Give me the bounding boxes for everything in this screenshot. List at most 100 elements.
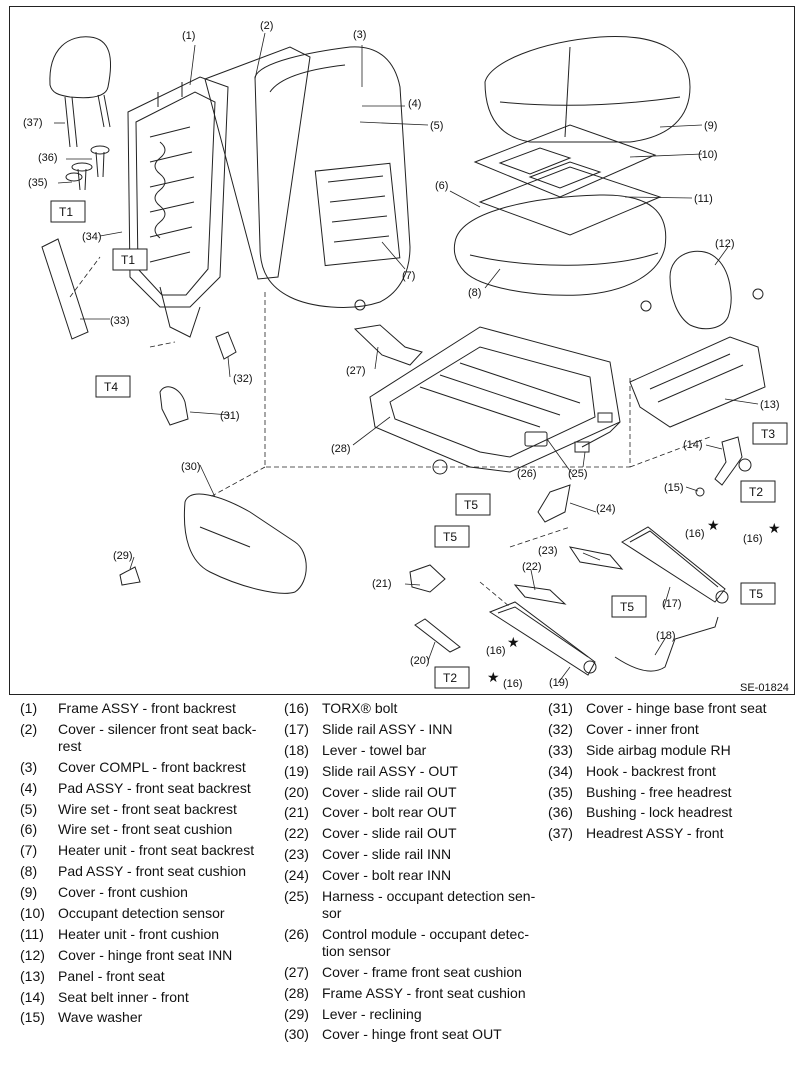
legend-item-label: Harness - occupant detection sen-sor xyxy=(322,888,536,922)
torque-box-label: T4 xyxy=(104,380,118,394)
legend-item-number: (20) xyxy=(284,783,309,800)
legend-item-label: Control module - occupant detec-tion sen… xyxy=(322,925,529,959)
seat-belt-inner-part xyxy=(695,436,752,497)
legend-item-label: Lever - towel bar xyxy=(322,741,427,758)
torque-box-label: T2 xyxy=(749,485,763,499)
legend-item-label: Wave washer xyxy=(58,1009,143,1026)
legend-item-label: Cover COMPL - front backrest xyxy=(58,758,246,775)
legend-item: (9) Cover - front cushion xyxy=(20,884,270,901)
legend-item-number: (18) xyxy=(284,741,309,758)
callout-label: (17) xyxy=(662,598,682,610)
legend-column-1: (1)Frame ASSY - front backrest (2)Cover -… xyxy=(20,700,270,1030)
legend-item: (15)Wave washer xyxy=(20,1009,270,1026)
callout-label: (20) xyxy=(410,655,430,667)
legend-item-label: Slide rail ASSY - OUT xyxy=(322,762,458,779)
headrest-part xyxy=(49,36,111,148)
legend-item-number: (29) xyxy=(284,1005,309,1022)
bolt-cover-rear-inn-part xyxy=(537,484,571,523)
star-icon: ★ xyxy=(487,670,500,686)
callout-label: (16) xyxy=(486,645,506,657)
legend-item: (24)Cover - bolt rear INN xyxy=(284,867,539,884)
legend-item-number: (27) xyxy=(284,963,309,980)
legend-item-label: Cover - front cushion xyxy=(58,884,188,901)
legend-item-number: (32) xyxy=(548,720,573,737)
torque-box-label: T3 xyxy=(761,427,775,441)
callout-label: (36) xyxy=(38,152,58,164)
towel-bar-lever-part xyxy=(614,616,719,672)
backrest-cover-part xyxy=(254,46,411,308)
legend-item: (26)Control module - occupant detec-tion… xyxy=(284,926,539,960)
side-airbag-part xyxy=(41,238,89,340)
legend-item-label: Wire set - front seat cushion xyxy=(58,821,233,838)
legend-item: (32) Cover - inner front xyxy=(548,721,798,738)
legend-item: (3)Cover COMPL - front backrest xyxy=(20,759,270,776)
legend-item-number: (31) xyxy=(548,700,573,716)
callout-label: (16) xyxy=(743,533,763,545)
legend-item-label: Cover - hinge front seat INN xyxy=(58,946,233,963)
torque-box-label: T5 xyxy=(620,600,634,614)
callout-label: (13) xyxy=(760,399,780,411)
legend-item: (22)Cover - slide rail OUT xyxy=(284,825,539,842)
legend-item-label: TORX® bolt xyxy=(322,700,398,716)
legend-item-label: Frame ASSY - front backrest xyxy=(58,700,236,716)
legend-item-label: Pad ASSY - front seat backrest xyxy=(58,779,251,796)
callout-label: (27) xyxy=(346,365,366,377)
callout-label: (2) xyxy=(260,20,273,32)
slide-rail-cover-inn-part xyxy=(568,546,624,570)
legend-item-label: Bushing - free headrest xyxy=(586,783,732,800)
callout-label: (14) xyxy=(683,439,703,451)
legend-item: (20)Cover - slide rail OUT xyxy=(284,784,539,801)
legend-item: (25) Harness - occupant detection sen-sor xyxy=(284,888,539,922)
star-icon: ★ xyxy=(707,518,720,534)
silencer-cover-part xyxy=(204,46,311,280)
slide-rail-out-part xyxy=(488,601,597,676)
cushion-cover-part xyxy=(484,35,691,143)
callout-label: (29) xyxy=(113,550,133,562)
callout-label: (12) xyxy=(715,238,735,250)
legend-item-number: (23) xyxy=(284,846,309,863)
legend-item: (2)Cover - silencer front seat back-rest xyxy=(20,721,270,755)
callout-label: (30) xyxy=(181,461,201,473)
bolt-cover-rear-out-part xyxy=(409,564,446,593)
legend-item: (16) TORX® bolt xyxy=(284,700,539,717)
legend-item-number: (25) xyxy=(284,888,309,905)
legend-item: (7)Heater unit - front seat backrest xyxy=(20,842,270,859)
figure-id: SE-01824 xyxy=(740,682,789,694)
legend-item: (31)Cover - hinge base front seat xyxy=(548,700,798,717)
legend-item-label: Cover - silencer front seat back-rest xyxy=(58,720,257,754)
legend-item: (28)Frame ASSY - front seat cushion xyxy=(284,985,539,1002)
legend-item-label: Headrest ASSY - front xyxy=(586,825,724,842)
callout-label: (31) xyxy=(220,410,240,422)
legend-item-label: Frame ASSY - front seat cushion xyxy=(322,984,526,1001)
callout-label: (7) xyxy=(402,270,415,282)
front-seat-panel-part xyxy=(629,336,766,428)
callout-label: (21) xyxy=(372,578,392,590)
callout-label: (33) xyxy=(110,315,130,327)
legend-item-label: Cover - inner front xyxy=(586,720,699,737)
legend-item-number: (16) xyxy=(284,700,309,716)
callout-label: (16) xyxy=(503,678,523,690)
reclining-lever-part xyxy=(119,566,141,586)
callout-label: (6) xyxy=(435,180,448,192)
legend-item-label: Hook - backrest front xyxy=(586,762,716,779)
frame-backrest-part xyxy=(127,76,229,338)
slide-rail-inn-part xyxy=(621,526,729,604)
legend-item-number: (6) xyxy=(20,821,38,838)
legend-item-label: Panel - front seat xyxy=(58,967,165,984)
legend-item: (33)Side airbag module RH xyxy=(548,742,798,759)
legend-item-number: (21) xyxy=(284,804,309,821)
legend-item: (34) Hook - backrest front xyxy=(548,763,798,780)
legend-item-label: Pad ASSY - front seat cushion xyxy=(58,863,247,880)
legend-item-number: (9) xyxy=(20,884,38,901)
legend-item-number: (22) xyxy=(284,825,309,842)
legend-item: (17)Slide rail ASSY - INN xyxy=(284,721,539,738)
callout-label: (28) xyxy=(331,443,351,455)
legend-item-number: (34) xyxy=(548,762,573,779)
legend-item-number: (17) xyxy=(284,720,309,737)
legend-item-number: (37) xyxy=(548,825,573,842)
legend-item: (1)Frame ASSY - front backrest xyxy=(20,700,270,717)
legend-item-label: Heater unit - front cushion xyxy=(58,925,220,942)
legend-item-label: Cover - frame front seat cushion xyxy=(322,963,522,980)
legend-item: (8)Pad ASSY - front seat cushion xyxy=(20,863,270,880)
callout-label: (3) xyxy=(353,29,366,41)
